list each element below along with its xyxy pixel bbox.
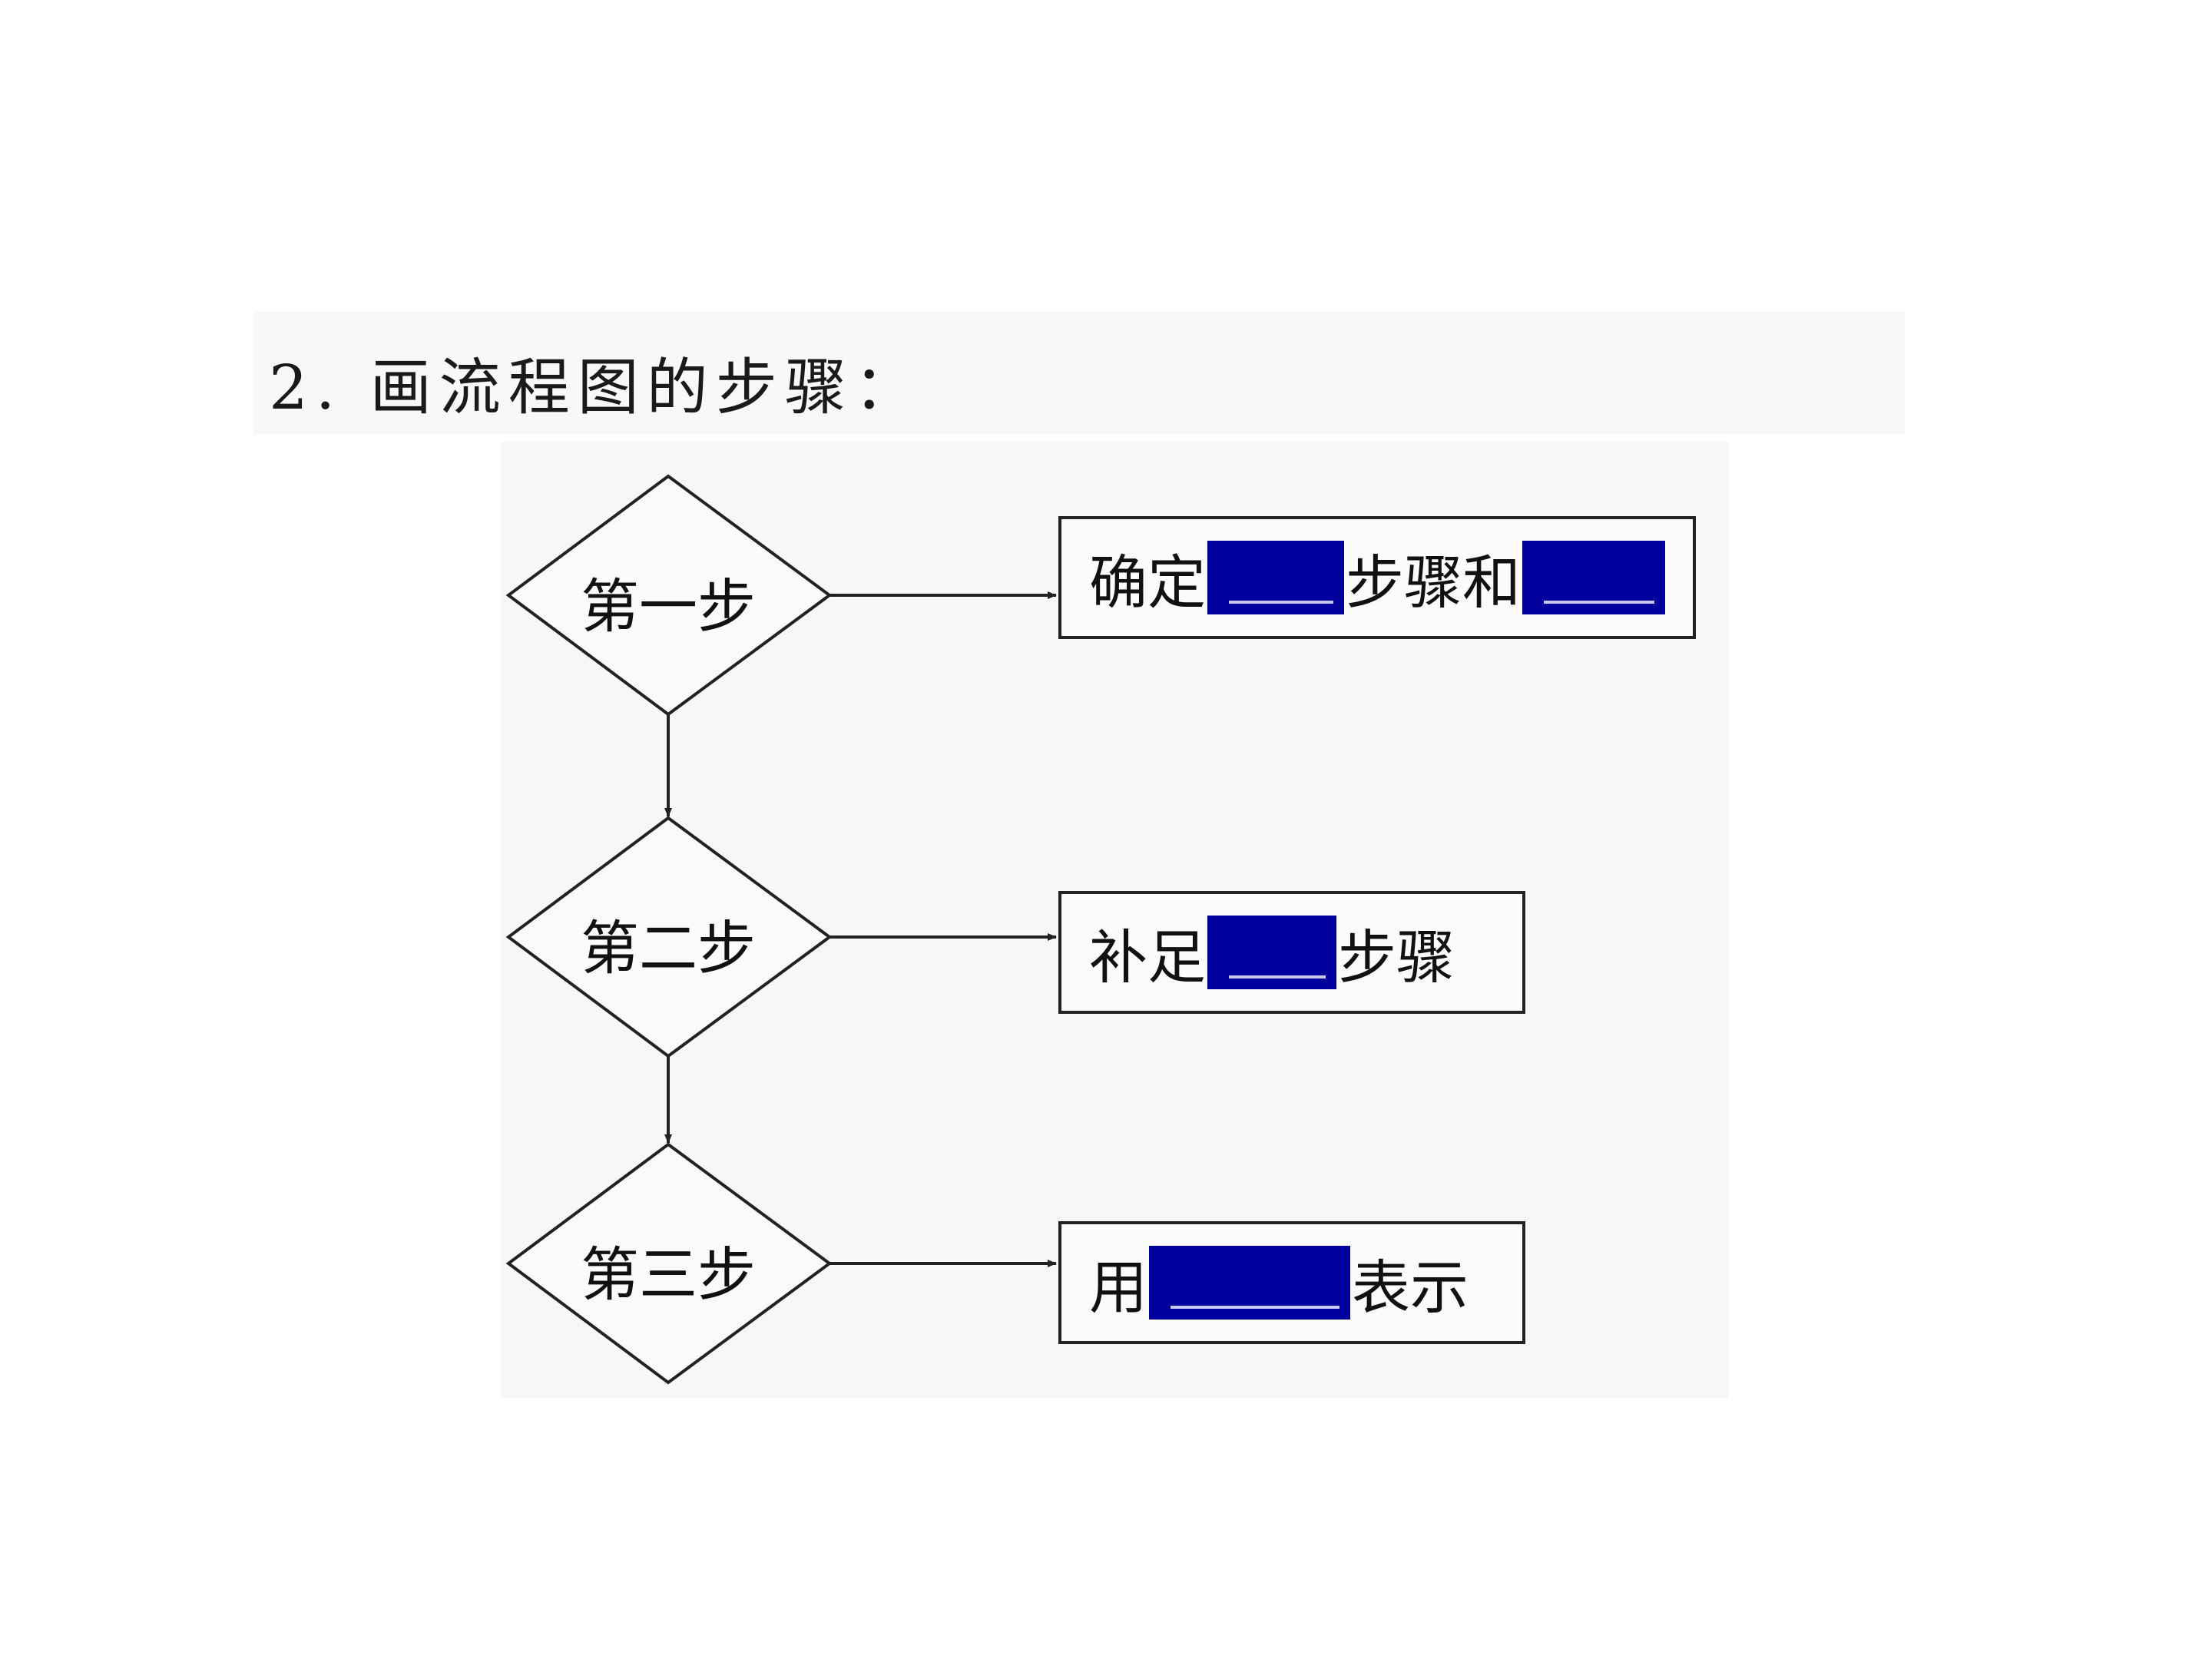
- title-band: [253, 311, 1905, 434]
- page-title: 2. 画流程图的步骤：: [269, 352, 923, 423]
- step2-box-text-2: 步骤: [1338, 923, 1455, 992]
- step1-blank-2: [1522, 541, 1665, 614]
- step1-box-text-1: 确定: [1089, 548, 1206, 617]
- step2-box: 补足 步骤: [1058, 891, 1525, 1014]
- step2-blank-1-underline: [1229, 975, 1326, 979]
- step3-box-text-2: 表示: [1352, 1253, 1469, 1322]
- step3-diamond: [505, 1142, 833, 1385]
- step3-box: 用 表示: [1058, 1221, 1525, 1344]
- step3-box-text-1: 用: [1089, 1253, 1147, 1322]
- step3-blank-1-underline: [1171, 1306, 1339, 1309]
- step1-label: 第一步: [581, 572, 756, 641]
- step1-blank-1-underline: [1229, 601, 1333, 604]
- step2-box-text-1: 补足: [1089, 923, 1206, 992]
- step2-blank-1: [1207, 916, 1336, 989]
- step3-blank-1: [1149, 1246, 1350, 1320]
- step1-blank-2-underline: [1544, 601, 1654, 604]
- step1-box: 确定 步骤和: [1058, 516, 1696, 639]
- step1-box-text-2: 步骤和: [1346, 548, 1521, 617]
- step2-label: 第二步: [581, 914, 756, 982]
- step3-label: 第三步: [581, 1240, 756, 1309]
- step1-blank-1: [1207, 541, 1344, 614]
